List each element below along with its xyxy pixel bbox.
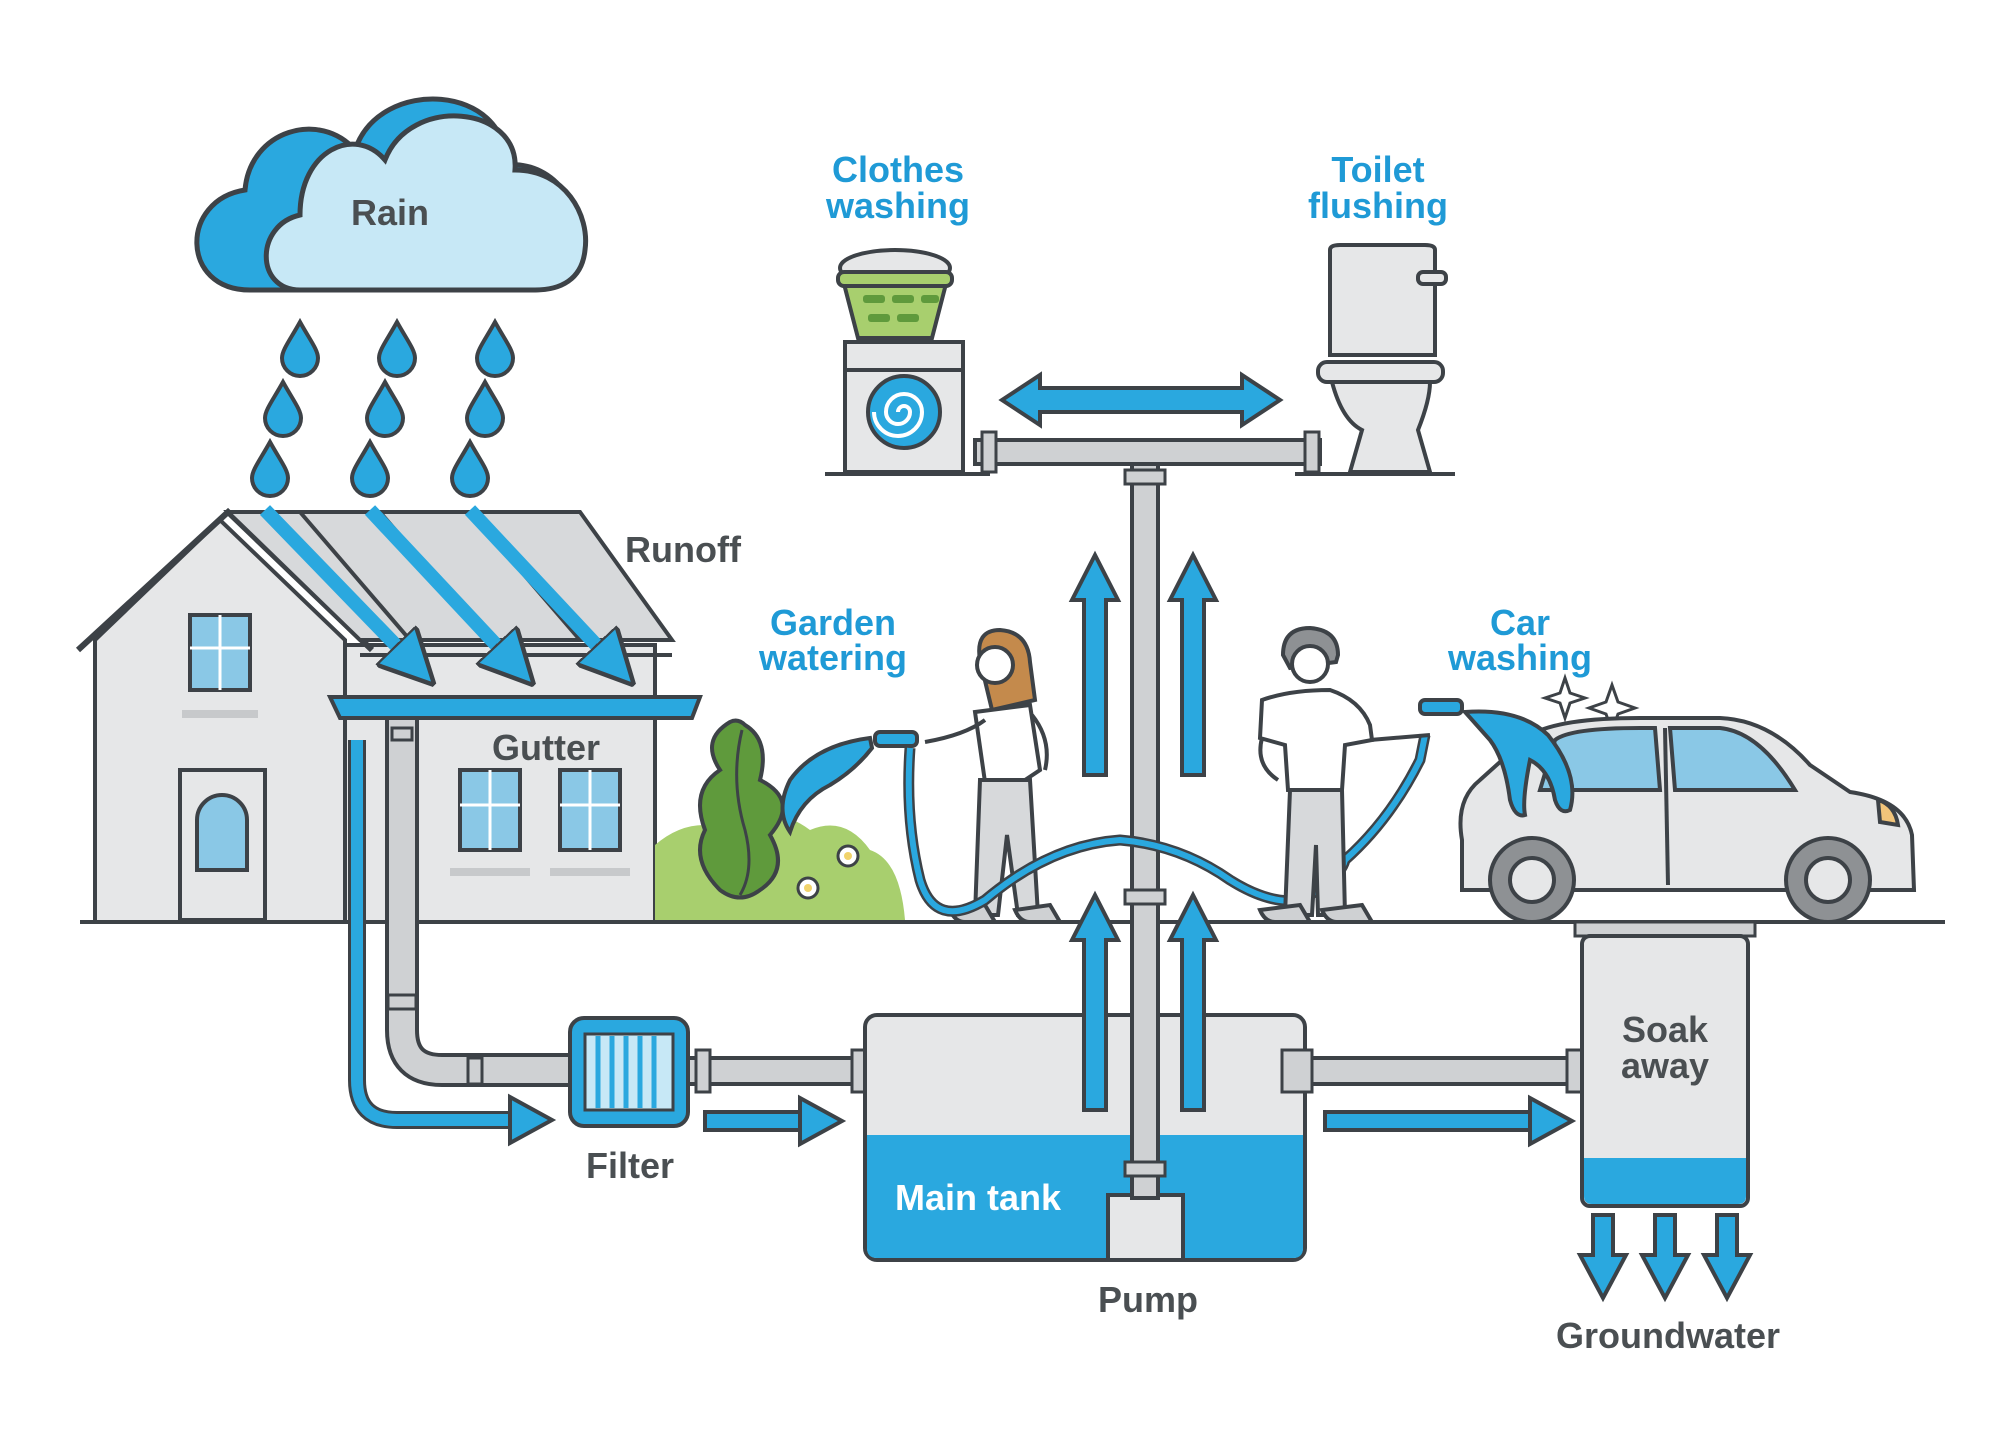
laundry-basket-icon [836,248,954,340]
pipe-filter-to-tank [686,1048,884,1094]
toilet-icon [1295,243,1455,476]
flow-arrow-icon [348,740,557,1147]
car-water-spray [1460,709,1575,818]
bush-icon [655,815,905,920]
car-washing-label-line2: washing [1447,637,1592,678]
garden-water-spray [780,735,875,837]
raindrop-icon [249,317,516,498]
gutter-label: Gutter [492,727,600,768]
clothes-washing-label-line1: Clothes [832,149,964,190]
car-icon [1458,716,1917,924]
plant-icon [698,718,785,900]
gutter-icon [326,695,703,720]
downpipe [385,720,580,1087]
groundwater-label: Groundwater [1556,1315,1780,1356]
garden-watering-label-line1: Garden [770,602,896,643]
flow-arrow-icon [998,371,1284,1112]
cloud-icon [194,96,589,293]
soak-away-label-line1: Soak [1622,1009,1709,1050]
toilet-flushing-label-line1: Toilet [1331,149,1424,190]
pipe-tank-to-soakaway [1280,1048,1599,1094]
garden-watering-label-line2: watering [758,637,907,678]
riser-pipe [973,430,1322,1200]
flow-arrow-icon [1323,1094,1577,1148]
flow-arrow-icon [703,1094,847,1148]
filter-label: Filter [586,1145,674,1186]
soak-away-label-line2: away [1621,1045,1709,1086]
pump-icon [1106,1193,1185,1262]
pump-label: Pump [1098,1279,1198,1320]
car-washing-label-line1: Car [1490,602,1550,643]
washing-machine-icon [825,340,990,476]
main-tank-label: Main tank [895,1177,1062,1218]
runoff-label: Runoff [625,529,742,570]
runoff-arrows [259,505,615,665]
clothes-washing-label-line2: washing [825,185,970,226]
man-washing-car-icon [1257,625,1464,924]
flow-arrow-icon [1576,1213,1754,1303]
filter-icon [568,1016,690,1128]
rain-label: Rain [351,192,429,233]
soakaway-tank [1573,920,1757,1208]
toilet-flushing-label-line2: flushing [1308,185,1448,226]
